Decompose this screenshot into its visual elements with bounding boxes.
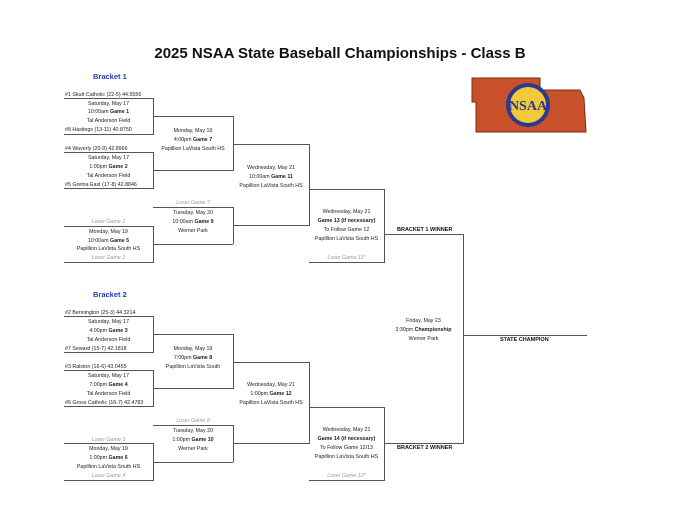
team-6: #6 Gross Catholic (16-7) 42.4783 — [65, 400, 144, 406]
game1-time: 10:00am Game 1 — [87, 109, 130, 115]
game7-site: Papillion LaVista South HS — [161, 146, 225, 152]
game1-date: Saturday, May 17 — [87, 101, 130, 107]
team-3: #3 Ralston (16-6) 43.0455 — [65, 364, 127, 370]
game7-time: 4:00pm Game 7 — [173, 137, 213, 143]
game9-time: 10:00am Game 9 — [172, 219, 214, 225]
loser-game-11: Loser Game 11* — [327, 255, 366, 261]
game4-site: Tal Anderson Field — [86, 391, 131, 397]
loser-game-7: Loser Game 7 — [176, 200, 210, 206]
nsaa-state-logo: NSAA — [471, 77, 587, 133]
game14-site: Papillion LaVista South HS — [314, 454, 379, 460]
game12-time: 1:00pm Game 12 — [250, 391, 292, 397]
game5-time: 10:00am Game 5 — [87, 238, 130, 244]
game7-date: Monday, May 19 — [173, 128, 213, 134]
game3-time: 4:00pm Game 3 — [89, 328, 128, 334]
team-2: #2 Bennington (25-3) 44.3214 — [65, 310, 136, 316]
team-8: #8 Hastings (13-11) 40.8750 — [65, 127, 132, 133]
game11-site: Papillion LaVista South HS — [239, 183, 303, 189]
game14-title: Game 14 (if necessary) — [317, 436, 376, 442]
loser-game-4: Loser Game 4 — [91, 473, 126, 479]
team-1: #1 Skutt Catholic (22-5) 44.5556 — [65, 92, 142, 98]
game12-site: Papillion LaVista South HS — [239, 400, 303, 406]
game11-time: 10:00am Game 11 — [249, 174, 293, 180]
game9-date: Tuesday, May 20 — [172, 210, 214, 216]
game12-date: Wednesday, May 21 — [247, 382, 295, 388]
team-7: #7 Seward (15-7) 42.1818 — [65, 346, 127, 352]
championship-date: Friday, May 23 — [406, 318, 441, 324]
game13-title: Game 13 (if necessary) — [317, 218, 376, 224]
loser-game-8: Loser Game 8 — [176, 418, 210, 424]
game14-note: To Follow Game 12/13 — [320, 445, 373, 451]
game4-time: 7:00pm Game 4 — [89, 382, 128, 388]
game3-site: Tal Anderson Field — [86, 337, 131, 343]
championship-time: 3:30pm Championship — [395, 327, 452, 333]
bracket-2-winner: BRACKET 2 WINNER — [397, 445, 453, 451]
game2-date: Saturday, May 17 — [87, 155, 130, 161]
loser-game-3: Loser Game 3 — [91, 437, 126, 443]
game14-date: Wednesday, May 21 — [322, 427, 371, 433]
game6-site: Papillion LaVista South HS — [76, 464, 141, 470]
game10-date: Tuesday, May 20 — [172, 428, 214, 434]
game2-site: Tal Anderson Field — [86, 173, 131, 179]
loser-game-12: Loser Game 12* — [327, 473, 366, 479]
championship-site: Werner Park — [408, 336, 439, 342]
team-4: #4 Waverly (20-9) 42.8966 — [65, 146, 128, 152]
game1-site: Tal Anderson Field — [86, 118, 131, 124]
game8-date: Monday, May 19 — [173, 346, 213, 352]
game9-site: Werner Park — [178, 228, 208, 234]
game6-date: Monday, May 19 — [89, 446, 128, 452]
game5-date: Monday, May 19 — [89, 229, 128, 235]
game13-date: Wednesday, May 21 — [322, 209, 371, 215]
game5-site: Papillion LaVista South HS — [76, 246, 141, 252]
loser-game-1: Loser Game 1 — [91, 219, 126, 225]
game13-site: Papillion LaVista South HS — [314, 236, 379, 242]
game10-site: Werner Park — [178, 446, 208, 452]
game3-date: Saturday, May 17 — [87, 319, 130, 325]
loser-game-2: Loser Game 2 — [91, 255, 126, 261]
game10-time: 1:00pm Game 10 — [172, 437, 214, 443]
bracket-1-winner: BRACKET 1 WINNER — [397, 227, 453, 233]
game13-note: To Follow Game 12 — [323, 227, 370, 233]
logo-text: NSAA — [509, 99, 548, 114]
game2-time: 1:00pm Game 2 — [89, 164, 128, 170]
bracket-2-label: Bracket 2 — [93, 290, 127, 299]
game4-date: Saturday, May 17 — [87, 373, 130, 379]
game6-time: 1:00pm Game 6 — [89, 455, 128, 461]
game8-site: Papillion LaVista South — [165, 364, 221, 370]
state-champion: STATE CHAMPION — [500, 337, 549, 343]
game11-date: Wednesday, May 21 — [247, 165, 295, 171]
game8-time: 7:00pm Game 8 — [173, 355, 213, 361]
bracket-1-label: Bracket 1 — [93, 72, 127, 81]
page-title: 2025 NSAA State Baseball Championships -… — [154, 45, 526, 62]
team-5: #5 Gretna East (17-8) 42.8846 — [65, 182, 137, 188]
